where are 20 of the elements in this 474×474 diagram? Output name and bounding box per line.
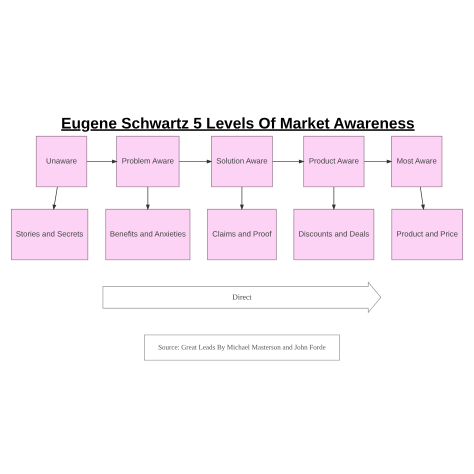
node-box: Stories and Secrets [10, 208, 88, 260]
arrow [86, 160, 118, 164]
arrow [240, 186, 244, 210]
node-box: Product and Price [391, 208, 464, 260]
node-box: Unaware [36, 136, 88, 188]
node-box: Product Aware [303, 136, 364, 188]
arrow [332, 186, 336, 210]
arrow [364, 160, 392, 164]
diagram-title: Eugene Schwartz 5 Levels Of Market Awareness [61, 115, 415, 132]
arrow [420, 186, 425, 210]
node-box: Solution Aware [211, 136, 273, 188]
arrow [146, 186, 150, 210]
node-box: Discounts and Deals [294, 208, 374, 260]
arrow [272, 160, 305, 164]
node-box: Benefits and Anxieties [105, 208, 190, 260]
node-box: Problem Aware [116, 136, 180, 188]
node-box: Claims and Proof [207, 208, 277, 260]
node-box: Most Aware [391, 136, 442, 188]
arrow [52, 186, 58, 210]
arrow [178, 160, 212, 164]
